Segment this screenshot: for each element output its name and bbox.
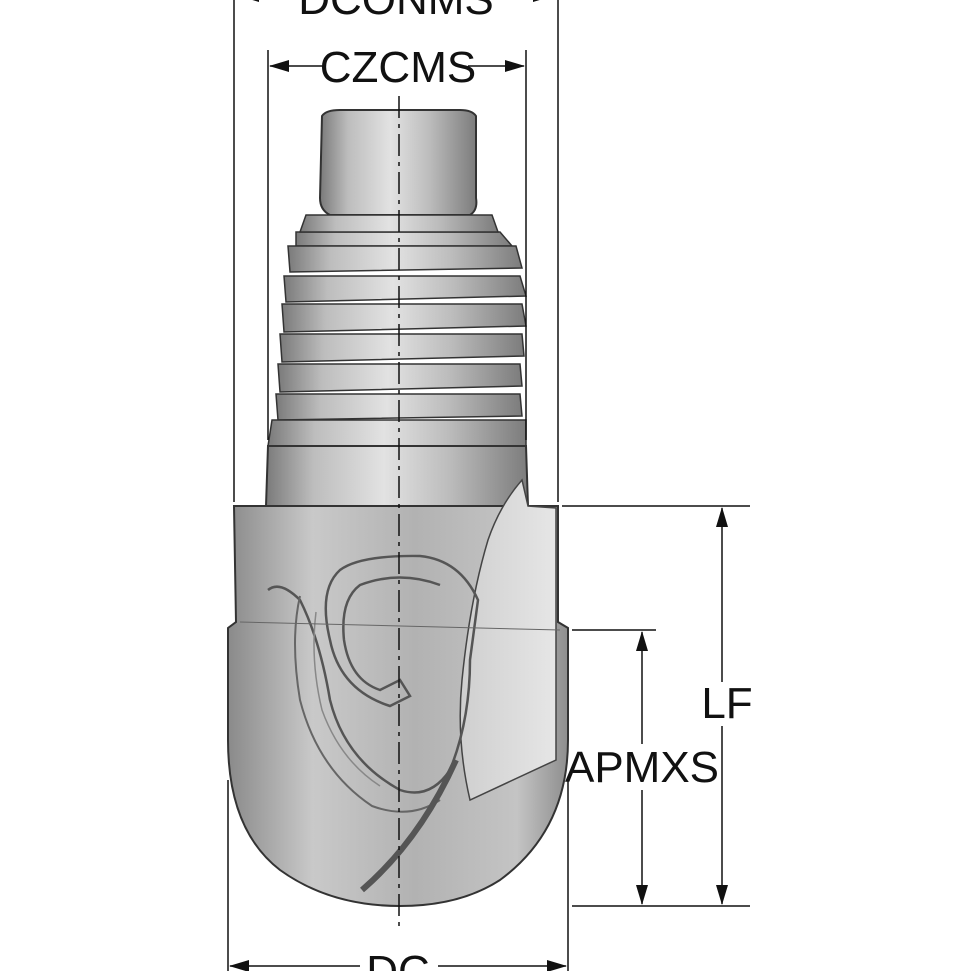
flute-face: [459, 478, 557, 802]
label-lf: LF: [701, 679, 752, 728]
dimensions: [227, 0, 750, 971]
label-dc: DC: [366, 947, 430, 971]
collar: [264, 445, 530, 507]
dim-dconms: DCONMS: [239, 0, 553, 24]
dim-dc: DC: [229, 947, 567, 971]
dim-lf: LF: [701, 507, 753, 905]
cutting-groove: [267, 554, 480, 794]
label-dconms: DCONMS: [298, 0, 494, 24]
pilot-neck: [318, 109, 478, 216]
dim-apmxs: APMXS: [565, 631, 719, 905]
tool-body: [227, 109, 569, 908]
dim-czcms: CZCMS: [269, 43, 525, 92]
label-czcms: CZCMS: [320, 43, 476, 92]
thread-section: [267, 214, 528, 447]
label-apmxs: APMXS: [565, 743, 719, 792]
